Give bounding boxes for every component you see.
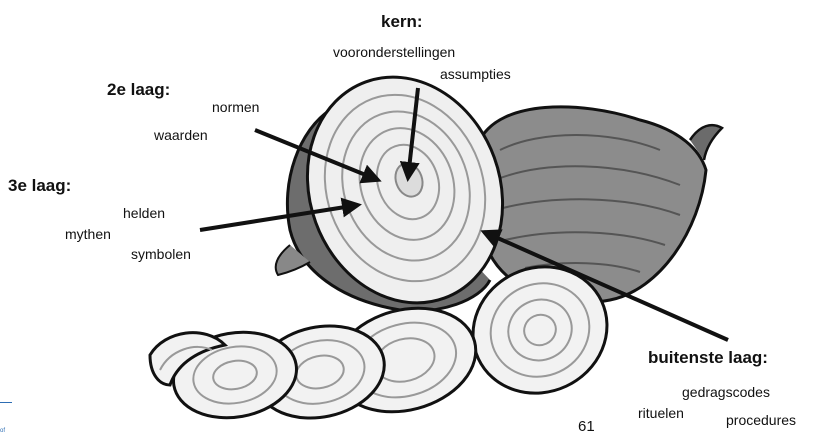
- edge-fragment: of: [0, 428, 5, 434]
- layer2-title: 2e laag:: [107, 80, 170, 100]
- outer-item-3: procedures: [726, 412, 796, 428]
- layer3-item-3: symbolen: [131, 246, 191, 262]
- core-item-2: assumpties: [440, 66, 511, 82]
- layer3-item-1: helden: [123, 205, 165, 221]
- layer2-item-2: waarden: [154, 127, 208, 143]
- page-number: 61: [578, 418, 595, 435]
- layer3-title: 3e laag:: [8, 176, 71, 196]
- outer-item-1: gedragscodes: [682, 384, 770, 400]
- whole-onion: [473, 107, 722, 303]
- outer-item-2: rituelen: [638, 405, 684, 421]
- layer2-item-1: normen: [212, 99, 259, 115]
- layer3-item-2: mythen: [65, 226, 111, 242]
- outer-title: buitenste laag:: [648, 348, 768, 368]
- core-title: kern:: [381, 12, 423, 32]
- edge-divider: [0, 402, 12, 403]
- core-item-1: vooronderstellingen: [333, 44, 455, 60]
